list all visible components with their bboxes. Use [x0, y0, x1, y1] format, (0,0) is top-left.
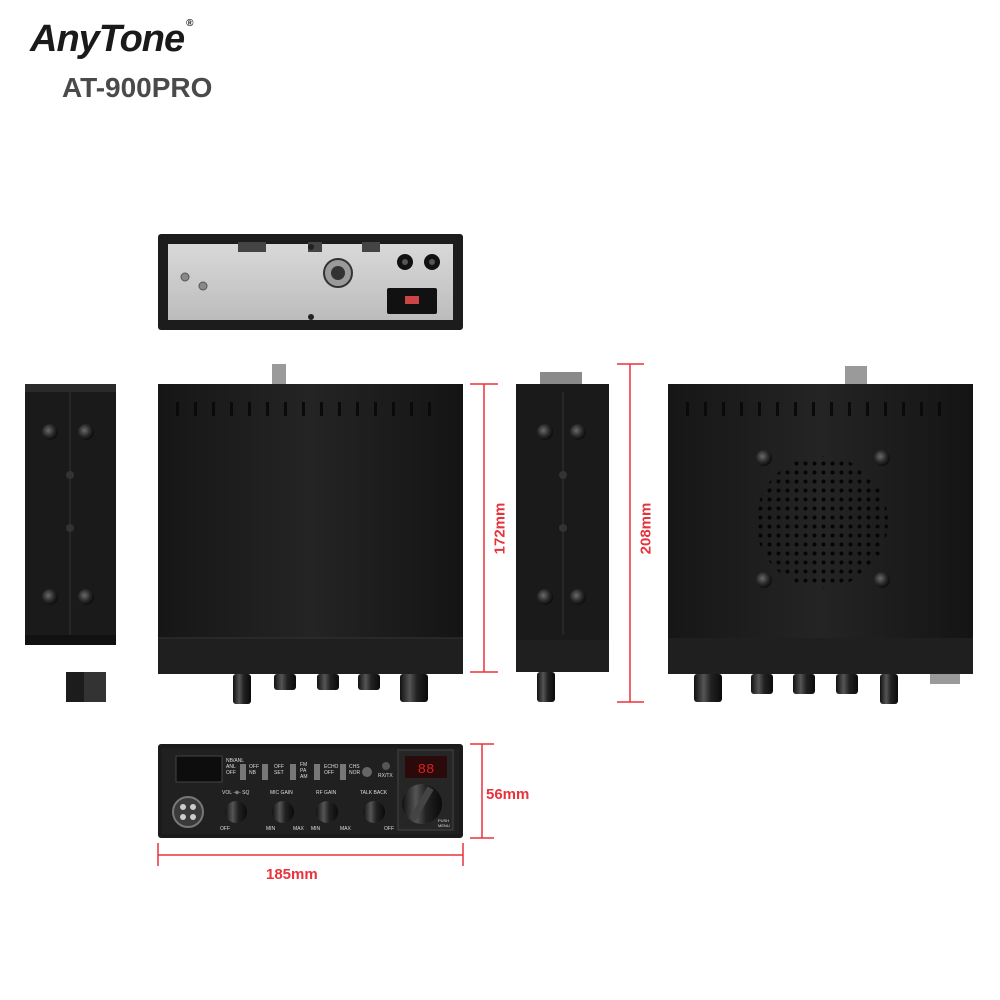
scale-label-min-2: MIN	[311, 826, 321, 832]
brand-logo: AnyTone®	[30, 18, 194, 61]
talk-back-label: TALK BACK	[360, 790, 388, 796]
bottom-view	[668, 366, 973, 704]
vol-sq-label: VOL -⊕- SQ	[222, 790, 250, 796]
dimension-label-172: 172mm	[491, 502, 509, 555]
rear-view	[158, 234, 463, 330]
scale-label-off-2: OFF	[384, 826, 394, 832]
dimension-line-56	[470, 743, 494, 839]
top-view	[158, 364, 463, 704]
rf-gain-label: RF GAIN	[316, 790, 337, 796]
svg-text:88: 88	[418, 762, 435, 778]
dimension-line-185	[157, 843, 464, 866]
scale-label-min-1: MIN	[266, 826, 276, 832]
left-side-view	[25, 384, 116, 702]
scale-label-max-2: MAX	[340, 826, 351, 832]
front-panel-view: 88	[158, 744, 463, 838]
scale-label-max-1: MAX	[293, 826, 304, 832]
registered-mark: ®	[186, 18, 193, 29]
right-side-view	[516, 372, 609, 702]
dimension-label-56: 56mm	[486, 786, 530, 803]
mic-gain-label: MIC GAIN	[270, 790, 293, 796]
dimension-label-185: 185mm	[266, 866, 318, 883]
scale-label-off-1: OFF	[220, 826, 230, 832]
dimension-line-172	[470, 383, 498, 673]
model-name: AT-900PRO	[62, 72, 213, 103]
brand-logo-text: AnyTone	[30, 18, 185, 60]
dimension-line-208	[617, 363, 644, 703]
rx-tx-label: RX/TX	[378, 773, 393, 779]
dimension-label-208: 208mm	[637, 502, 655, 555]
push-menu-label: PUSH MENU	[438, 818, 450, 828]
